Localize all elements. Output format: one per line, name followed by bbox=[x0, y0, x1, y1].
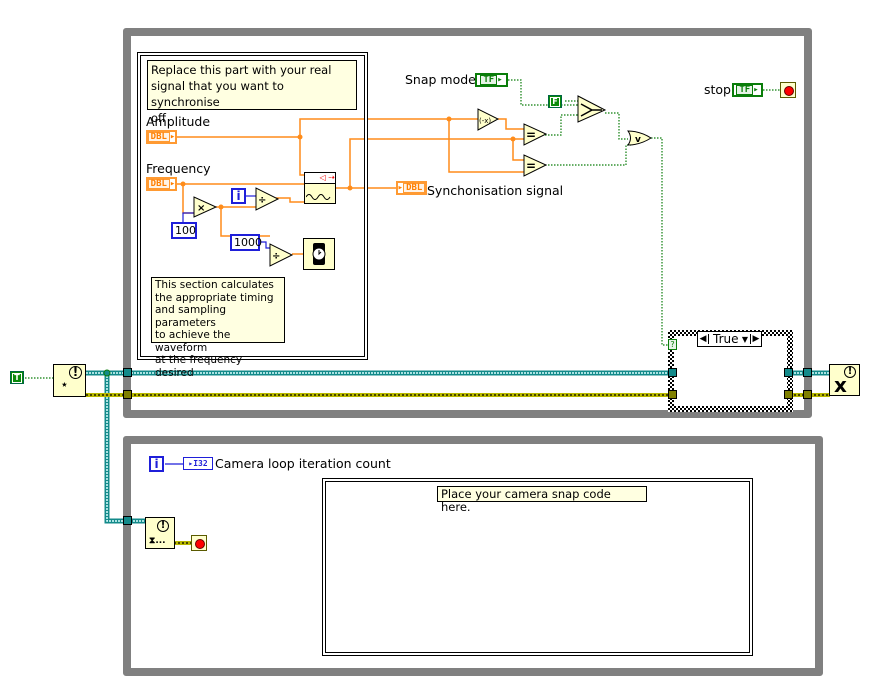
sync-signal-indicator[interactable]: ▸DBL bbox=[396, 181, 427, 195]
hourglass-icon: ⧗... bbox=[149, 536, 166, 546]
case-selector-terminal[interactable]: ? bbox=[668, 339, 677, 350]
case-error-tunnel-out bbox=[784, 368, 793, 377]
case-selector[interactable]: ◀ True ▼ ▶ bbox=[697, 331, 762, 347]
ref-tunnel-out bbox=[803, 390, 812, 399]
wire-amplitude bbox=[177, 136, 305, 176]
next-case-arrow-icon[interactable]: ▶ bbox=[750, 334, 761, 344]
simulate-signal-vi[interactable]: ◁ ⇢ bbox=[304, 172, 336, 204]
timing-section-comment: This section calculates the appropriate … bbox=[151, 277, 285, 379]
camera-while-loop[interactable] bbox=[123, 436, 823, 676]
amplitude-control[interactable]: DBL▸ bbox=[146, 130, 177, 144]
prev-case-arrow-icon[interactable]: ◀ bbox=[698, 334, 709, 344]
wait-ms-vi[interactable] bbox=[303, 238, 335, 270]
error-tunnel-out bbox=[803, 368, 812, 377]
waveform-icon bbox=[306, 194, 331, 200]
case-ref-tunnel-in bbox=[668, 390, 677, 399]
snap-mode-control[interactable]: TF▸ bbox=[475, 73, 508, 87]
camera-sequence-frame[interactable] bbox=[325, 481, 750, 653]
ms-divisor-constant[interactable]: 1000 bbox=[230, 234, 262, 251]
false-constant[interactable]: F bbox=[548, 95, 562, 108]
error-icon: ! bbox=[69, 366, 82, 379]
replace-signal-comment: Replace this part with your real signal … bbox=[147, 60, 357, 125]
frequency-control[interactable]: DBL▸ bbox=[146, 177, 177, 191]
generate-occurrence-node[interactable]: ! ⋆ bbox=[53, 364, 86, 397]
case-ref-tunnel-out bbox=[784, 390, 793, 399]
error-junction bbox=[103, 369, 111, 377]
signal-while-loop[interactable] bbox=[123, 28, 812, 418]
speaker-icon: ◁ ⇢ bbox=[305, 173, 335, 184]
clear-error-node[interactable]: ! x bbox=[829, 364, 860, 396]
ref-tunnel-in bbox=[123, 390, 132, 399]
sync-signal-label: Synchonisation signal bbox=[427, 183, 564, 198]
camera-error-tunnel-in bbox=[123, 516, 132, 525]
loop-stop-terminal[interactable] bbox=[780, 82, 796, 98]
snap-mode-label: Snap mode bbox=[405, 72, 476, 87]
amplitude-label: Amplitude bbox=[146, 114, 211, 129]
stop-label: stop bbox=[704, 82, 731, 97]
multiplier-constant[interactable]: 100 bbox=[171, 222, 197, 239]
camera-iter-indicator[interactable]: ▸I32 bbox=[183, 457, 213, 470]
occurrence-icon: ⋆ bbox=[60, 377, 69, 393]
dropdown-icon[interactable]: ▼ bbox=[741, 334, 748, 344]
error-icon: ! bbox=[844, 366, 856, 378]
case-error-tunnel-in bbox=[668, 368, 677, 377]
error-icon: ! bbox=[157, 520, 169, 532]
case-selector-value: True bbox=[713, 332, 739, 346]
camera-iteration-terminal: i bbox=[149, 456, 164, 472]
stop-control[interactable]: TF▸ bbox=[732, 83, 763, 97]
camera-snap-comment: Place your camera snap code here. bbox=[437, 486, 647, 514]
wait-on-occurrence-node[interactable]: ! ⧗... bbox=[145, 517, 175, 549]
camera-iter-label: Camera loop iteration count bbox=[215, 456, 391, 471]
frequency-label: Frequency bbox=[146, 161, 211, 176]
watch-icon bbox=[312, 243, 326, 265]
true-constant[interactable]: T bbox=[10, 371, 24, 384]
signal-sequence-frame[interactable] bbox=[140, 55, 365, 357]
wire-or-to-case bbox=[651, 137, 670, 346]
wire-junctions bbox=[180, 116, 516, 210]
camera-loop-stop-terminal[interactable] bbox=[191, 535, 207, 551]
error-tunnel-in bbox=[123, 368, 132, 377]
x-icon: x bbox=[834, 373, 847, 397]
iteration-terminal: i bbox=[231, 188, 246, 204]
